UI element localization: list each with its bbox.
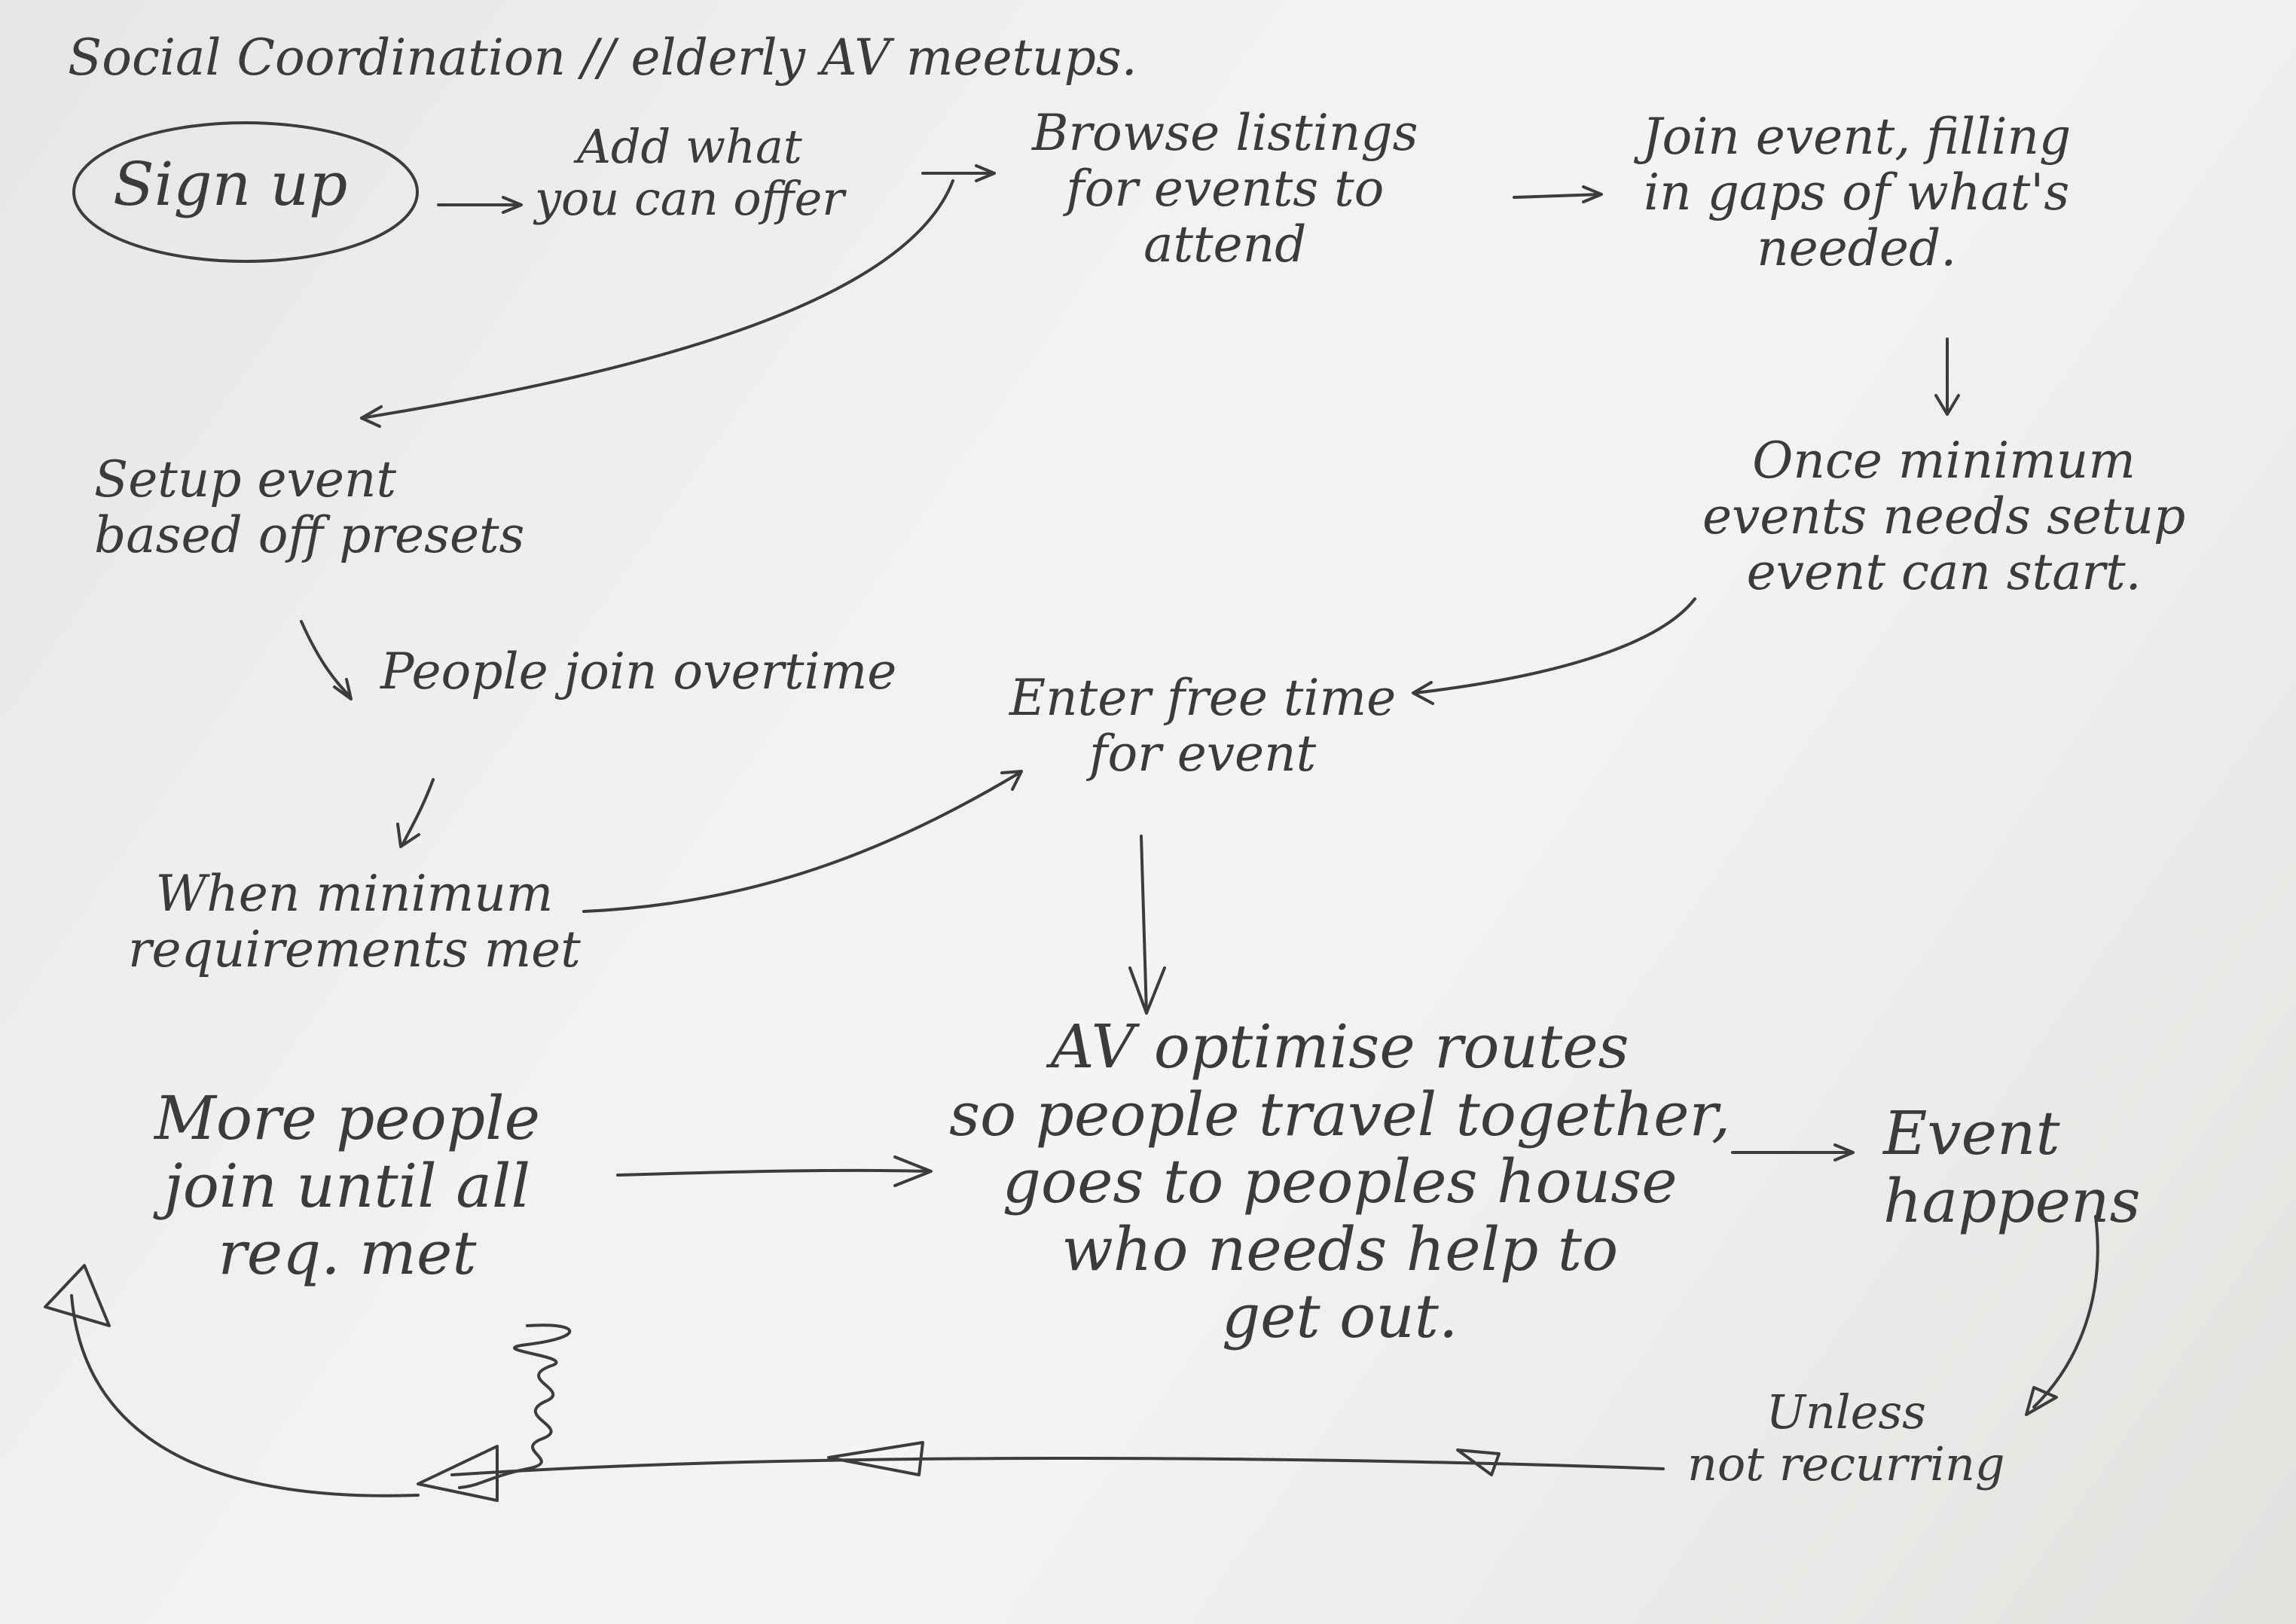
node-once-minimum: Once minimum events needs setup event ca… [1702,432,2186,601]
arrowhead [333,678,353,701]
arrowhead [827,1441,924,1476]
node-browse-listings: Browse listings for events to attend [1032,104,1418,273]
arrowhead [1833,1143,1855,1162]
loop-back-curve [70,1294,420,1497]
node-setup-event: Setup event based off presets [94,450,525,564]
node-unless-not-recurring: Unless not recurring [1687,1384,2005,1492]
node-more-people: More people join until all req. met [154,1083,540,1289]
arrowhead [1412,681,1434,705]
arrowhead [417,1445,499,1502]
diagram-title: Social Coordination // elderly AV meetup… [68,29,1137,87]
arrowhead [396,823,420,848]
arrow-offer-to-setup [360,179,954,420]
node-av-optimise: AV optimise routes so people travel toge… [949,1012,1731,1352]
arrow-morepeople-to-av [616,1168,932,1177]
loop-back-line [450,1456,1665,1476]
arrowhead [1000,770,1023,791]
node-add-offer: Add what you can offer [535,119,844,227]
arrowhead [1456,1448,1501,1476]
arrowhead [1934,394,1960,416]
node-people-join: People join overtime [380,643,897,701]
arrowhead [360,405,383,428]
node-join-event: Join event, filling in gaps of what's ne… [1642,108,2072,277]
arrowhead [893,1155,933,1187]
arrowhead [1582,185,1603,203]
arrowhead [2025,1386,2058,1416]
arrow-freetime-to-av [1140,835,1148,1015]
arrow-event-to-unless [2032,1215,2099,1409]
scribble-mark [458,1323,572,1489]
arrow-once-to-freetime [1413,597,1696,694]
arrow-browse-to-join [1513,193,1602,199]
arrow-setup-to-peoplejoin [300,620,352,698]
arrowhead [1128,966,1166,1015]
arrow-peoplejoin-to-whenmin [401,778,435,845]
sign-up-outline [72,121,419,263]
node-event-happens: Event happens [1883,1098,2141,1236]
node-sign-up: Sign up [113,149,348,219]
node-enter-free-time: Enter free time for event [1009,669,1397,783]
arrowhead [502,196,523,214]
arrowhead [975,164,996,182]
arrow-whenmin-to-freetime [582,771,1022,913]
node-when-minimum: When minimum requirements met [128,865,581,978]
arrowhead [44,1264,111,1327]
